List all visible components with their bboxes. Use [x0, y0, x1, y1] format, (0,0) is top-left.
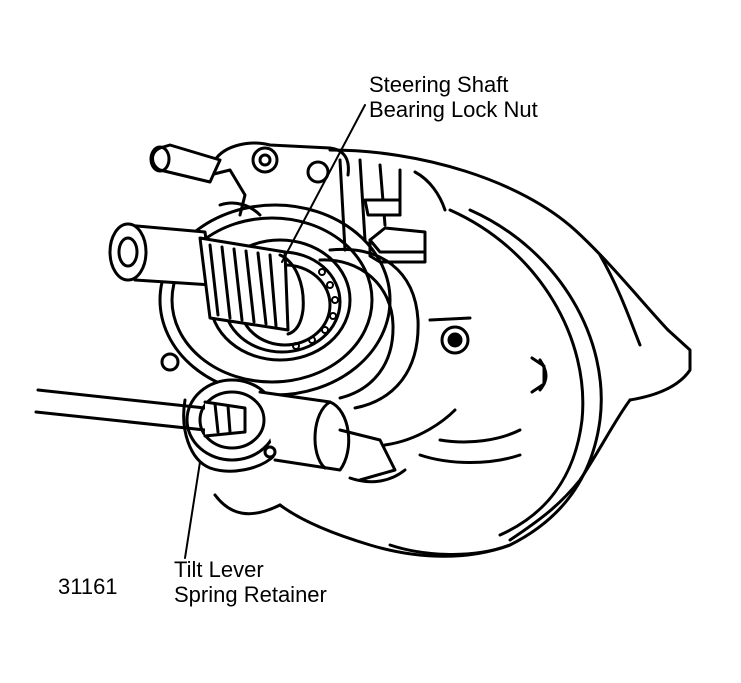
label-steering-shaft-bearing-lock-nut: Steering Shaft Bearing Lock Nut [369, 72, 538, 122]
column-housing [213, 148, 692, 558]
label-tilt-lever-spring-retainer: Tilt Lever Spring Retainer [174, 557, 327, 607]
label-line: Steering Shaft [369, 72, 509, 97]
steering-shaft [108, 222, 305, 336]
bearing-balls [292, 268, 339, 350]
leader-line-tilt-lever-retainer [184, 461, 201, 559]
label-line: Tilt Lever [174, 557, 264, 582]
label-line: Spring Retainer [174, 582, 327, 607]
label-line: Bearing Lock Nut [369, 97, 538, 122]
upper-bracket [149, 141, 350, 217]
leader-line-steering-shaft-nut [281, 104, 366, 263]
tilt-lever-retainer-part [182, 378, 457, 484]
screwdriver [34, 388, 247, 438]
figure-number: 31161 [58, 574, 118, 599]
